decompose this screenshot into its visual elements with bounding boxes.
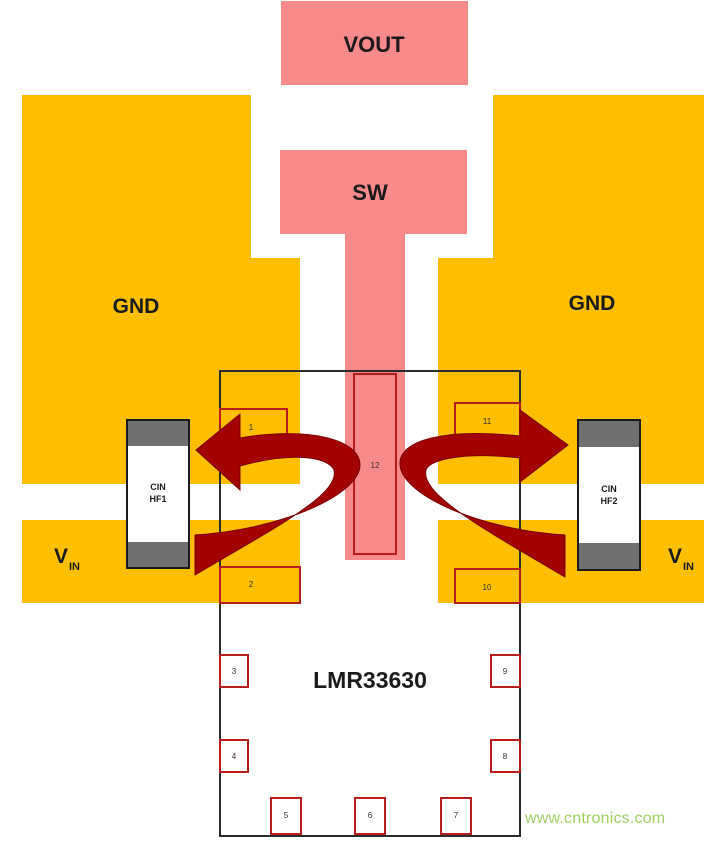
sw-label: SW xyxy=(352,180,388,205)
svg-text:6: 6 xyxy=(368,811,373,820)
svg-text:2: 2 xyxy=(249,580,254,589)
pin-3: 3 xyxy=(219,654,249,688)
pin-7: 7 xyxy=(440,797,472,835)
pin-6: 6 xyxy=(354,797,386,835)
svg-text:11: 11 xyxy=(483,417,492,426)
vin-right-label: V IN xyxy=(668,545,694,573)
current-loop-arrow-left xyxy=(194,412,361,576)
watermark-text: www.cntronics.com xyxy=(525,810,666,827)
cap-right-line2: HF2 xyxy=(600,496,617,506)
pin-10: 10 xyxy=(454,568,521,604)
gnd-right-label: GND xyxy=(569,292,616,315)
svg-text:7: 7 xyxy=(454,811,459,820)
current-loop-arrow-right xyxy=(399,409,569,578)
pin-9: 9 xyxy=(490,654,521,688)
svg-text:12: 12 xyxy=(371,461,380,470)
vin-copper-right xyxy=(438,520,704,603)
svg-text:4: 4 xyxy=(232,752,237,761)
ic-name-label: LMR33630 xyxy=(313,667,427,693)
svg-text:V: V xyxy=(54,545,68,568)
vout-label: VOUT xyxy=(343,32,405,57)
svg-text:8: 8 xyxy=(503,752,508,761)
gnd-copper-left xyxy=(22,95,300,484)
svg-text:V: V xyxy=(668,545,682,568)
svg-text:1: 1 xyxy=(249,423,254,432)
gnd-copper-right xyxy=(438,95,704,484)
svg-text:IN: IN xyxy=(69,561,80,573)
pin-2: 2 xyxy=(219,566,301,604)
svg-text:10: 10 xyxy=(483,583,492,592)
vout-pad: VOUT xyxy=(281,1,468,85)
capacitor-cin-hf2: CIN HF2 xyxy=(577,419,641,571)
vin-left-label: V IN xyxy=(54,545,80,573)
pin-5: 5 xyxy=(270,797,302,835)
capacitor-cin-hf1: CIN HF1 xyxy=(126,419,190,569)
gnd-left-label: GND xyxy=(113,295,160,318)
svg-text:9: 9 xyxy=(503,667,508,676)
svg-text:3: 3 xyxy=(232,667,237,676)
pin-4: 4 xyxy=(219,739,249,773)
cap-right-line1: CIN xyxy=(601,484,617,494)
cap-left-line2: HF1 xyxy=(149,494,166,504)
cap-left-line1: CIN xyxy=(150,482,166,492)
pin-8: 8 xyxy=(490,739,521,773)
svg-text:IN: IN xyxy=(683,561,694,573)
svg-text:5: 5 xyxy=(284,811,289,820)
